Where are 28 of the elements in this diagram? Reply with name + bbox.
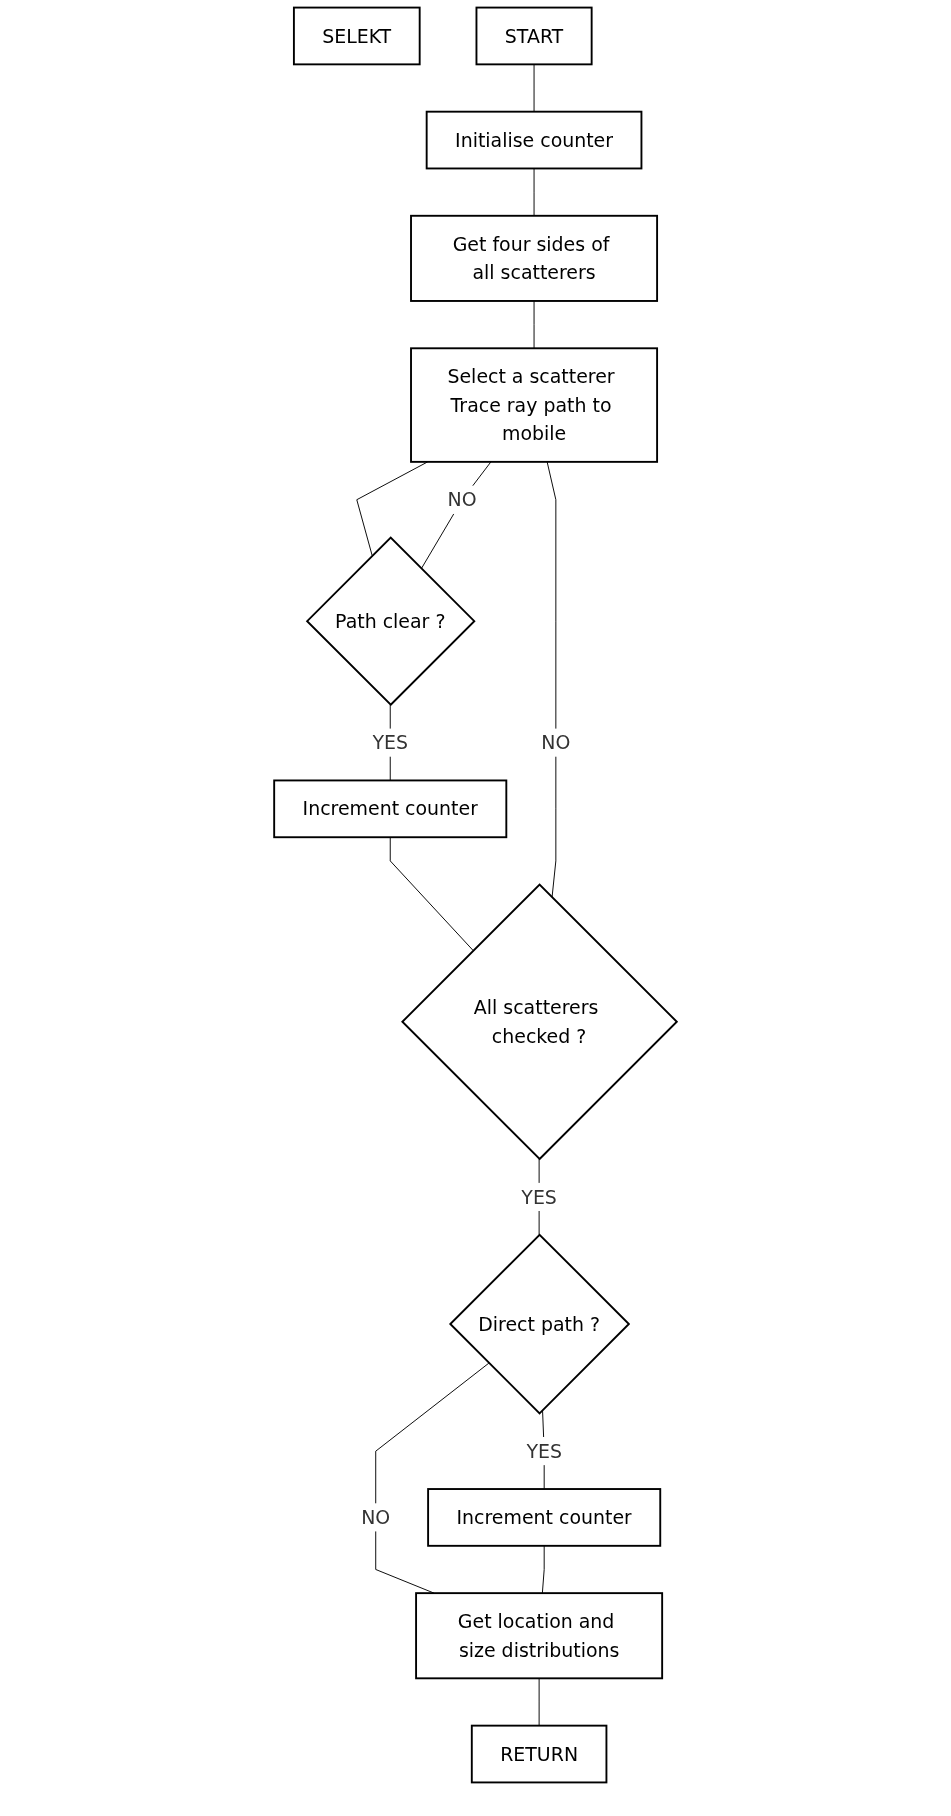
node-box: Get location and size distributions [415,1592,664,1680]
node-box: Increment counter [427,1488,662,1547]
edge-label: YES [372,731,409,754]
connector [533,300,535,349]
connector [389,836,474,951]
node-diamond: Direct path ? [448,1233,631,1415]
edge-label: NO [541,731,571,754]
node-box: START [475,6,593,66]
node-box: Initialise counter [425,110,643,170]
connector [546,461,557,898]
node-box: Increment counter [273,779,508,839]
node-box: Get four sides of all scatterers [410,214,659,302]
node-diamond: All scatterers checked ? [401,883,679,1161]
node-box: SELEKT [292,6,421,66]
connector [533,168,535,217]
edge-label: NO [447,488,477,512]
edge-label: YES [521,1185,557,1209]
node-diamond: Path clear ? [305,536,476,707]
connector [420,461,492,570]
node-box: RETURN [470,1724,608,1784]
node-box: Select a scatterer Trace ray path to mobile [410,347,659,463]
edge-label: NO [361,1506,391,1529]
connector [533,63,535,113]
edge-label: YES [526,1439,562,1463]
connector [541,1545,545,1594]
connector [538,1677,540,1727]
connector [356,461,429,557]
connector [375,1362,490,1594]
